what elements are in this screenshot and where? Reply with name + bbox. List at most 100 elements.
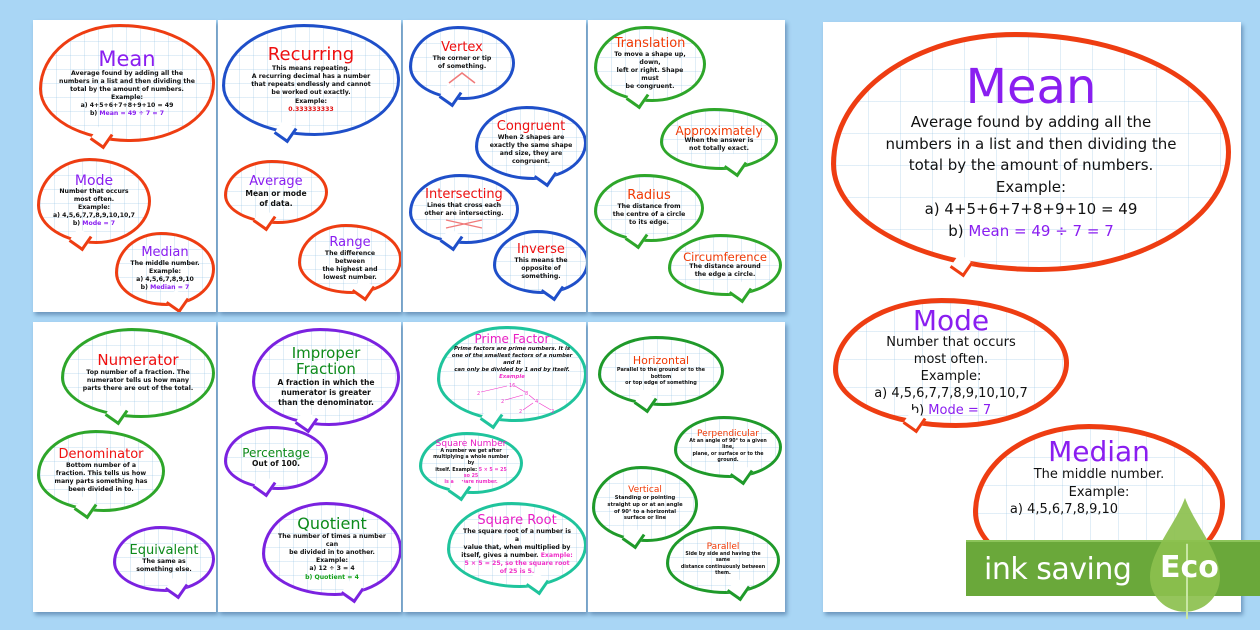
bubble-equivalent: Equivalent The same as something else. xyxy=(113,526,215,592)
line: left or right. Shape must xyxy=(616,66,684,82)
title: Inverse xyxy=(517,242,565,258)
line: Example: xyxy=(920,369,982,385)
line: a) 4+5+6+7+8+9+10 = 49 xyxy=(80,102,174,110)
prefix: b) xyxy=(89,110,100,118)
line: be divided in to another. xyxy=(289,549,375,557)
line: many parts something has xyxy=(54,477,148,485)
line: Example: xyxy=(294,97,328,105)
tree-node: 2 xyxy=(477,391,480,397)
line: can only be divided by 1 and by itself. xyxy=(454,366,570,373)
title: Percentage xyxy=(242,445,310,460)
bubble-translation: Translation To move a shape up, down, le… xyxy=(594,26,706,102)
title: Prime Factor xyxy=(474,332,550,346)
line: Side by side and having the same xyxy=(685,552,761,564)
line: exactly the same shape xyxy=(489,141,573,149)
ink-saving-text: ink saving xyxy=(984,551,1132,587)
bubble-parallel: Parallel Side by side and having the sam… xyxy=(666,526,780,594)
line: The square root of a number is a xyxy=(462,527,572,543)
sheet-lines: Horizontal Parallel to the ground or to … xyxy=(588,322,785,612)
line: A recurring decimal has a number xyxy=(251,73,371,81)
line: Standing or pointing xyxy=(614,495,676,502)
line: A fraction in which the xyxy=(277,377,375,387)
title: Denominator xyxy=(58,447,144,463)
bubble-improper-fraction: Improper Fraction A fraction in which th… xyxy=(252,328,400,426)
title: Equivalent xyxy=(129,543,199,559)
bubble-vertex: Vertex The corner or tip of something. xyxy=(409,26,515,100)
line: The distance around xyxy=(689,262,761,270)
line: The same as xyxy=(142,557,186,565)
line: the edge a circle. xyxy=(694,271,756,279)
highlight: b) Quotient = 4 xyxy=(305,573,359,581)
line: not totally exact. xyxy=(689,145,749,153)
prefix: b) xyxy=(948,221,969,240)
title: Mode xyxy=(912,304,990,338)
title: Vertex xyxy=(441,40,483,56)
line: total by the amount of numbers. xyxy=(908,156,1154,175)
tree-node: 16 xyxy=(509,383,515,389)
line: numerator tells us how many xyxy=(86,376,190,384)
line: the highest and xyxy=(322,265,378,273)
bubble-quotient: Quotient The number of times a number ca… xyxy=(262,502,401,596)
highlight: 5 × 5 = 25, so the square root xyxy=(464,559,570,567)
line: of data. xyxy=(259,198,293,208)
line: Number that occurs xyxy=(886,335,1016,351)
line: itself. Example: xyxy=(435,467,478,473)
highlight: Mode = 7 xyxy=(928,403,992,419)
sheet-vertex-congruent: Vertex The corner or tip of something. C… xyxy=(403,20,586,312)
title: Vertical xyxy=(628,484,662,495)
line: The middle number. xyxy=(130,259,200,267)
highlight: Mode = 7 xyxy=(82,220,116,228)
title: Recurring xyxy=(267,44,355,66)
line: a) 4,5,6,7,7,8,9,10,10,7 xyxy=(874,386,1028,402)
line: Bottom number of a xyxy=(65,461,137,469)
bubble-mode: Mode Number that occurs most often. Exam… xyxy=(37,158,151,244)
vertex-diagram-icon xyxy=(448,71,476,84)
title: Congruent xyxy=(496,119,566,135)
line: surface or line xyxy=(623,515,667,522)
intersecting-lines-icon xyxy=(445,219,483,229)
line: numbers in a list and then dividing the xyxy=(885,134,1177,153)
line: Lines that cross each xyxy=(426,201,502,209)
tree-node: 2 xyxy=(519,409,522,415)
line: lowest number. xyxy=(323,273,377,281)
line: and size, they are xyxy=(499,149,563,157)
title: Square Root xyxy=(477,512,557,528)
line: Parallel to the ground or to the bottom xyxy=(616,367,706,380)
line: to its edge. xyxy=(629,218,669,226)
bubble-square-number: Square Number A number we get after mult… xyxy=(419,432,523,494)
line: Prime factors are prime numbers. It is xyxy=(453,345,571,352)
title: Median xyxy=(1048,435,1150,468)
highlight: of 25 is 5. xyxy=(499,567,535,575)
bubble-perpendicular: Perpendicular At an angle of 90° to a gi… xyxy=(674,416,782,478)
line: Example: xyxy=(995,178,1067,197)
preview-sheet: Mean Average found by adding all the num… xyxy=(823,22,1241,612)
highlight: 5 × 5 = 25 so 25 xyxy=(463,467,507,479)
line: be worked out exactly. xyxy=(271,89,351,97)
line: a) 12 ÷ 3 = 4 xyxy=(309,565,355,573)
prefix: b) xyxy=(72,220,83,228)
highlight: Example xyxy=(499,373,525,380)
bubble-congruent: Congruent When 2 shapes are exactly the … xyxy=(475,106,586,180)
tree-node: 8 xyxy=(525,391,528,397)
bubble-circumference: Circumference The distance around the ed… xyxy=(668,234,782,296)
sheet-translation-radius: Translation To move a shape up, down, le… xyxy=(588,20,785,312)
title: Numerator xyxy=(97,351,179,370)
line: Out of 100. xyxy=(251,459,301,469)
line: the centre of a circle xyxy=(612,210,686,218)
line: parts there are out of the total. xyxy=(82,384,194,392)
bubble-prime-factor: Prime Factor Prime factors are prime num… xyxy=(437,326,586,422)
line: This means the xyxy=(514,256,568,264)
line: distance continuously between xyxy=(680,564,766,570)
title: Square Number xyxy=(435,438,507,449)
title: Average xyxy=(249,174,303,190)
line: The difference between xyxy=(324,249,376,265)
prefix: b) xyxy=(910,403,929,419)
bubble-recurring: Recurring This means repeating. A recurr… xyxy=(222,24,400,136)
bubble-square-root: Square Root The square root of a number … xyxy=(447,502,586,588)
line: When the answer is xyxy=(684,137,754,145)
line: numbers in a list and then dividing the xyxy=(59,77,195,85)
line: one of the smallest factors of a number … xyxy=(451,352,573,366)
line: a) 4,5,6,7,8,9,10 xyxy=(136,275,194,283)
line: Average found by adding all the xyxy=(910,112,1152,131)
line: something else. xyxy=(136,565,192,573)
